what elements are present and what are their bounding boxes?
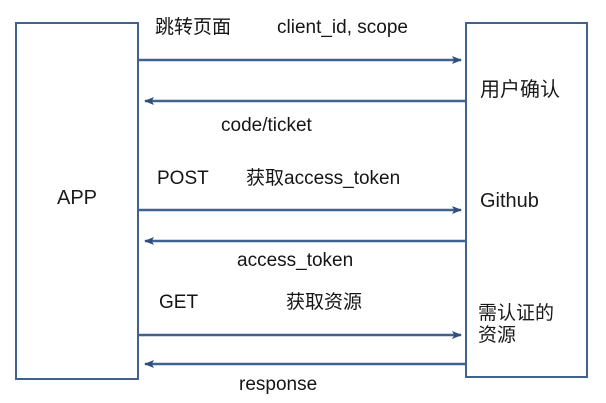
lifeline-box-app <box>15 22 139 380</box>
message-label-4: access_token <box>237 250 354 271</box>
message-label-3-action: 获取access_token <box>246 168 401 189</box>
lifeline-box-github <box>465 22 588 378</box>
actor-note-user-confirm: 用户确认 <box>480 79 560 101</box>
message-label-6: response <box>239 374 318 395</box>
message-label-5-method: GET <box>159 292 199 313</box>
message-label-5-action: 获取资源 <box>286 292 363 313</box>
message-label-3-method: POST <box>157 168 209 189</box>
actor-label-github: Github <box>480 190 539 212</box>
message-label-1-method: 跳转页面 <box>155 17 232 38</box>
message-label-2: code/ticket <box>221 115 312 136</box>
actor-note-protected-resource: 需认证的 资源 <box>478 303 555 346</box>
actor-label-app: APP <box>56 187 98 209</box>
message-label-1-params: client_id, scope <box>277 17 408 38</box>
